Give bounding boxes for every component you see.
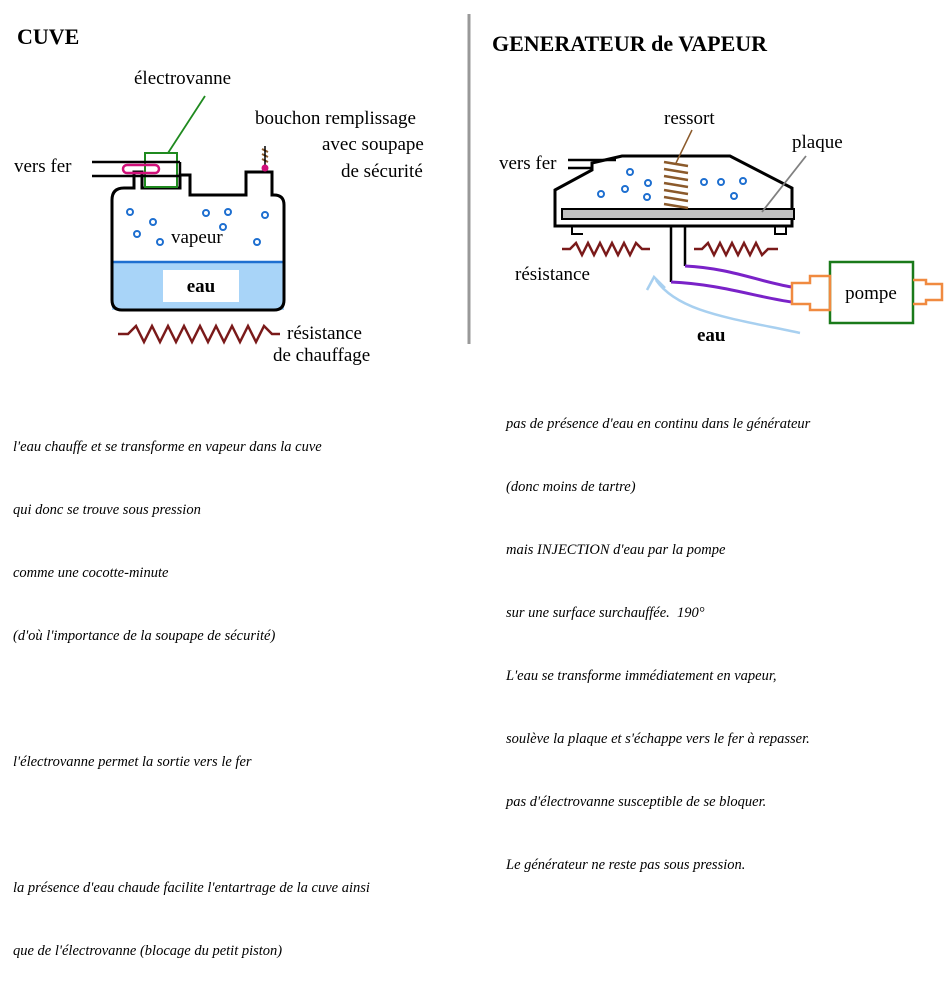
note-line: l'eau chauffe et se transforme en vapeur… <box>13 439 322 455</box>
steam-bubble <box>261 211 269 219</box>
generateur-body <box>553 129 807 304</box>
generateur-resistance-label: résistance <box>515 264 590 285</box>
note-line: l'électrovanne permet la sortie vers le … <box>13 754 252 770</box>
pompe-label: pompe <box>845 283 897 304</box>
pompe-hose <box>684 264 793 289</box>
steam-bubble <box>219 223 227 231</box>
generateur-eau-label: eau <box>697 325 726 346</box>
note-line: (donc moins de tartre) <box>506 479 636 495</box>
generateur-foot-left <box>571 226 583 235</box>
steam-bubble <box>644 179 652 187</box>
generateur-vers-fer-label: vers fer <box>499 153 557 174</box>
steam-bubble <box>700 178 708 186</box>
bouchon-label-line3: de sécurité <box>341 161 423 182</box>
cuve-resistance-label-line2: de chauffage <box>273 345 370 366</box>
cuve-resistance-label-line1: résistance <box>287 323 362 344</box>
soupape-ball <box>261 164 269 172</box>
steam-bubble <box>643 193 651 201</box>
cuve-outline <box>110 170 286 312</box>
pompe-fitting-left <box>790 274 832 312</box>
steam-bubble <box>621 185 629 193</box>
note-line: pas d'électrovanne susceptible de se blo… <box>506 794 767 810</box>
pompe: pompe <box>790 260 944 325</box>
cuve-steam-bubbles <box>126 208 269 246</box>
steam-bubble <box>717 178 725 186</box>
note-line: comme une cocotte-minute <box>13 565 169 581</box>
cuve-outlet <box>92 95 206 188</box>
ressort-pointer <box>675 129 693 164</box>
note-line: soulève la plaque et s'échappe vers le f… <box>506 731 810 747</box>
note-line: L'eau se transforme immédiatement en vap… <box>506 668 777 684</box>
generateur-notes: pas de présence d'eau en continu dans le… <box>506 372 810 897</box>
steam-bubble <box>133 230 141 238</box>
steam-bubble <box>739 177 747 185</box>
bouchon-soupape <box>261 146 269 172</box>
generateur-foot-right <box>774 226 787 235</box>
note-line <box>13 815 370 836</box>
electrovanne-piston <box>121 163 161 175</box>
generateur-resistance-coil-left <box>562 240 650 258</box>
electrovanne-body <box>144 152 178 188</box>
generateur-title: GENERATEUR de VAPEUR <box>492 31 768 56</box>
steam-bubble <box>597 190 605 198</box>
note-line: pas de présence d'eau en continu dans le… <box>506 416 811 432</box>
steam-bubble <box>156 238 164 246</box>
pompe-hose <box>670 280 793 304</box>
note-line <box>13 689 370 710</box>
water-flow-arrow <box>645 274 801 335</box>
note-line: que de l'électrovanne (blocage du petit … <box>13 943 283 959</box>
cuve-eau-label: eau <box>187 276 216 297</box>
note-line: (d'où l'importance de la soupape de sécu… <box>13 628 276 644</box>
generateur-steam-bubbles <box>597 168 747 201</box>
note-line: qui donc se trouve sous pression <box>13 502 201 518</box>
steam-bubble <box>202 209 210 217</box>
bouchon-label-line1: bouchon remplissage <box>255 108 416 129</box>
generateur-ressort <box>663 160 689 210</box>
cuve-eau-box <box>163 270 239 302</box>
steam-bubble <box>626 168 634 176</box>
steam-bubble <box>730 192 738 200</box>
plaque-label: plaque <box>792 132 843 153</box>
cuve-resistance-coil <box>118 323 280 345</box>
steam-bubble <box>149 218 157 226</box>
generateur-resistance-coil-right <box>694 240 778 258</box>
diagram-canvas: CUVE eau vapeur électrova <box>14 14 944 366</box>
steam-bubble <box>224 208 232 216</box>
steam-bubble <box>253 238 261 246</box>
pompe-fitting-right <box>913 278 944 306</box>
cuve-vapeur-label: vapeur <box>171 227 223 248</box>
steam-bubble <box>126 208 134 216</box>
electrovanne-label: électrovanne <box>134 68 231 89</box>
cuve-notes: l'eau chauffe et se transforme en vapeur… <box>13 395 370 983</box>
cuve-tank: eau vapeur <box>110 170 286 312</box>
electrovanne-pointer <box>167 95 206 154</box>
ressort-label: ressort <box>664 108 715 129</box>
note-line: la présence d'eau chaude facilite l'enta… <box>13 880 370 896</box>
plaque-pointer <box>761 155 807 213</box>
cuve-title: CUVE <box>17 24 79 49</box>
note-line: Le générateur ne reste pas sous pression… <box>506 857 746 873</box>
bouchon-label-line2: avec soupape <box>322 134 424 155</box>
generateur-plaque <box>561 208 795 220</box>
note-line: mais INJECTION d'eau par la pompe <box>506 542 726 558</box>
note-line: sur une surface surchauffée. 190° <box>506 605 705 621</box>
cuve-vers-fer-label: vers fer <box>14 156 72 177</box>
